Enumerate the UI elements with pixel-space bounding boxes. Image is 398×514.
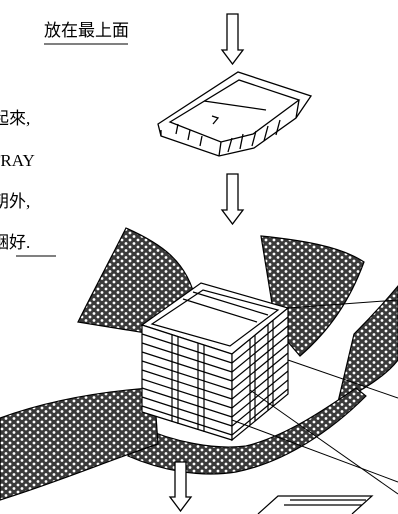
instruction-line-1: 放在最上面 [44, 21, 129, 40]
leader-lines [231, 299, 398, 495]
instruction-line-3: TRAY [0, 151, 35, 170]
down-arrow-icon [168, 461, 193, 513]
instruction-line-2: 起來, [0, 109, 30, 128]
tray-stack [140, 282, 290, 442]
instruction-line-4: 朝外, [0, 192, 30, 211]
down-arrow-icon [220, 173, 245, 226]
box-outline [257, 495, 374, 514]
tray-icon [157, 71, 313, 157]
down-arrow-icon [220, 13, 245, 66]
instruction-line-5: 綑好. [0, 233, 30, 252]
